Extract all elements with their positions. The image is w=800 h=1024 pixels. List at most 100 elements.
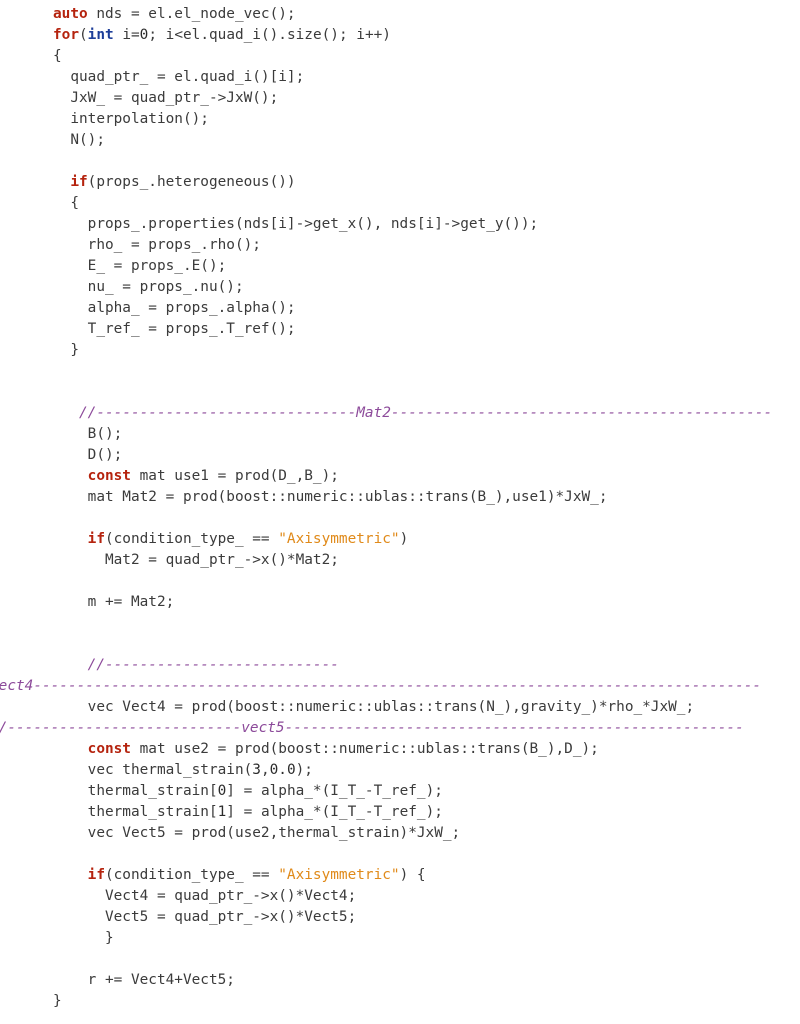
code-line: D();	[53, 445, 123, 466]
code-line: //------------------------------Mat2----…	[53, 403, 772, 424]
code-line: const mat use2 = prod(boost::numeric::ub…	[53, 739, 599, 760]
code-token: 0	[217, 783, 227, 799]
code-token: E_ = props_.E();	[53, 258, 227, 274]
code-line: //---------------------------vect5------…	[0, 718, 744, 739]
code-line: vec thermal_strain(3,0.0);	[53, 760, 313, 781]
code-line: for(int i=0; i<el.quad_i().size(); i++)	[53, 25, 391, 46]
code-line: T_ref_ = props_.T_ref();	[53, 319, 296, 340]
code-line: {	[53, 46, 62, 67]
code-token: vect4-----------------------------------…	[0, 678, 762, 694]
code-token: rho_ = props_.rho();	[53, 237, 261, 253]
code-token: }	[53, 930, 114, 946]
code-line: mat Mat2 = prod(boost::numeric::ublas::t…	[53, 487, 608, 508]
code-line: E_ = props_.E();	[53, 256, 227, 277]
code-token: //---------------------------	[87, 657, 339, 673]
code-token: props_.properties(nds[i]->get_x(), nds[i…	[53, 216, 539, 232]
code-token: ,	[260, 762, 270, 778]
code-line: rho_ = props_.rho();	[53, 235, 261, 256]
code-token: "Axisymmetric"	[278, 531, 400, 547]
code-token: Mat2 = quad_ptr_->x()*Mat2;	[53, 552, 339, 568]
code-line: alpha_ = props_.alpha();	[53, 298, 296, 319]
code-token	[53, 741, 88, 757]
code-line: nu_ = props_.nu();	[53, 277, 244, 298]
code-token: vec Vect4 = prod(boost::numeric::ublas::…	[53, 699, 695, 715]
code-token: mat use1 = prod(D_,B_);	[130, 468, 339, 484]
code-token: 3	[252, 762, 261, 778]
code-token: {	[53, 48, 62, 64]
code-line: thermal_strain[1] = alpha_*(I_T_-T_ref_)…	[53, 802, 443, 823]
code-token: quad_ptr_ = el.quad_i()[i];	[53, 69, 305, 85]
code-token	[53, 468, 88, 484]
code-token: T_ref_ = props_.T_ref();	[53, 321, 296, 337]
code-token: N();	[53, 132, 105, 148]
code-token: Vect4 = quad_ptr_->x()*Vect4;	[53, 888, 357, 904]
code-line: auto nds = el.el_node_vec();	[53, 4, 296, 25]
code-line: JxW_ = quad_ptr_->JxW();	[53, 88, 278, 109]
code-line: //---------------------------	[53, 655, 339, 676]
code-token: 1	[217, 804, 227, 820]
code-token: m += Mat2;	[53, 594, 175, 610]
code-line: m += Mat2;	[53, 592, 175, 613]
code-line: vect4-----------------------------------…	[0, 676, 761, 697]
code-line: N();	[53, 130, 105, 151]
code-token: r += Vect4+Vect5;	[53, 972, 235, 988]
code-token: interpolation();	[53, 111, 209, 127]
code-token	[53, 174, 70, 190]
code-token: ) {	[399, 867, 426, 883]
code-token: mat Mat2 = prod(boost::numeric::ublas::t…	[53, 489, 608, 505]
code-line: props_.properties(nds[i]->get_x(), nds[i…	[53, 214, 539, 235]
code-line: if(condition_type_ == "Axisymmetric") {	[53, 865, 426, 886]
code-token: Vect5 = quad_ptr_->x()*Vect5;	[53, 909, 357, 925]
code-token: (condition_type_ ==	[104, 867, 279, 883]
code-token: "Axisymmetric"	[278, 867, 400, 883]
code-token: const	[87, 468, 131, 484]
code-token: const	[87, 741, 131, 757]
code-token: nds = el.el_node_vec();	[87, 6, 296, 22]
code-token: if	[87, 867, 105, 883]
code-line: vec Vect5 = prod(use2,thermal_strain)*Jx…	[53, 823, 461, 844]
code-token: 0	[139, 27, 149, 43]
code-token: (condition_type_ ==	[104, 531, 279, 547]
code-line: B();	[53, 424, 123, 445]
code-line: Mat2 = quad_ptr_->x()*Mat2;	[53, 550, 339, 571]
code-token: ; i<el.quad_i().size(); i++)	[148, 27, 391, 43]
code-line: if(props_.heterogeneous())	[53, 172, 296, 193]
code-token	[53, 867, 88, 883]
code-token: for	[53, 27, 79, 43]
code-token: }	[53, 342, 79, 358]
code-token: if	[70, 174, 88, 190]
code-line: const mat use1 = prod(D_,B_);	[53, 466, 339, 487]
code-token: i=	[113, 27, 140, 43]
code-line: if(condition_type_ == "Axisymmetric")	[53, 529, 409, 550]
code-token: alpha_ = props_.alpha();	[53, 300, 296, 316]
code-token: vec Vect5 = prod(use2,thermal_strain)*Jx…	[53, 825, 461, 841]
code-line: }	[53, 991, 62, 1012]
code-token: );	[295, 762, 313, 778]
code-token: int	[87, 27, 114, 43]
code-token: JxW_ = quad_ptr_->JxW();	[53, 90, 279, 106]
code-token	[53, 405, 79, 421]
code-token: }	[53, 993, 62, 1009]
code-editor: auto nds = el.el_node_vec();for(int i=0;…	[0, 4, 800, 1024]
code-token: (props_.heterogeneous())	[87, 174, 296, 190]
code-line: thermal_strain[0] = alpha_*(I_T_-T_ref_)…	[53, 781, 443, 802]
code-token: //------------------------------Mat2----…	[79, 405, 773, 421]
code-token: )	[399, 531, 409, 547]
code-token: thermal_strain[	[53, 783, 218, 799]
code-line: quad_ptr_ = el.quad_i()[i];	[53, 67, 304, 88]
code-token: vec thermal_strain(	[53, 762, 253, 778]
code-line: }	[53, 928, 114, 949]
code-token: 0.0	[269, 762, 296, 778]
code-token: {	[53, 195, 79, 211]
code-line: }	[53, 340, 79, 361]
code-line: Vect5 = quad_ptr_->x()*Vect5;	[53, 907, 356, 928]
code-line: Vect4 = quad_ptr_->x()*Vect4;	[53, 886, 356, 907]
code-token: mat use2 = prod(boost::numeric::ublas::t…	[130, 741, 599, 757]
code-token: //---------------------------vect5------…	[0, 720, 744, 736]
code-line: interpolation();	[53, 109, 209, 130]
code-token: ] = alpha_*(I_T_-T_ref_);	[226, 804, 443, 820]
code-token: if	[87, 531, 105, 547]
code-token: B();	[53, 426, 123, 442]
code-token	[53, 657, 88, 673]
code-token: auto	[53, 6, 88, 22]
